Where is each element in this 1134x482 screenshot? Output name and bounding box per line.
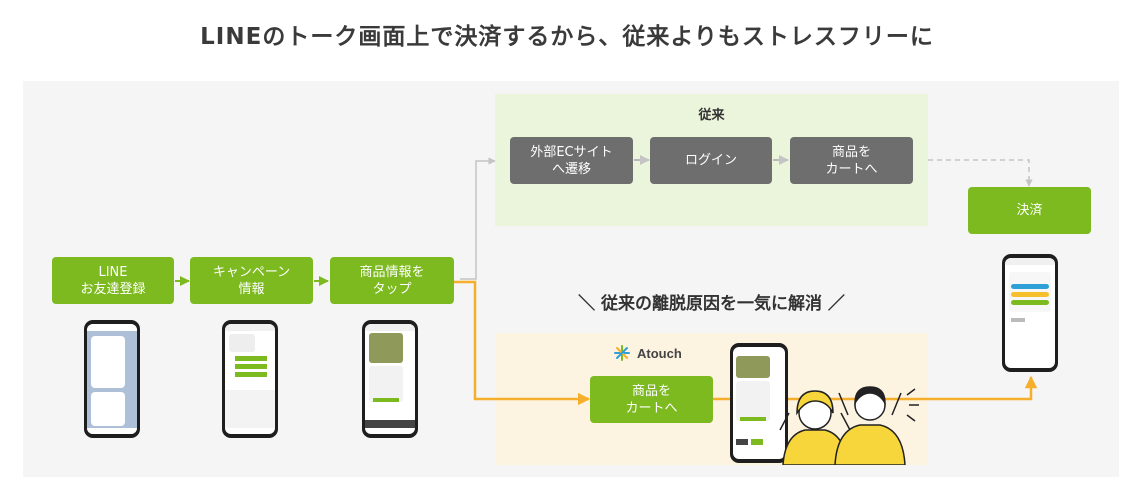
atouch-headline: ＼ 従来の離脱原因を一気に解消 ／ xyxy=(578,294,845,314)
phone-line-chat-illustration xyxy=(84,320,140,438)
page-title: LINEのトーク画面上で決済するから、従来よりもストレスフリーに xyxy=(200,24,934,50)
phone-atouch-cart-illustration xyxy=(730,343,788,463)
phone-payment-illustration xyxy=(1002,254,1058,372)
phone-product-illustration xyxy=(362,320,418,438)
phone-campaign-illustration xyxy=(222,320,278,438)
conventional-step-ec: 外部ECサイト へ遷移 xyxy=(510,137,633,184)
atouch-brand-name: Atouch xyxy=(637,345,682,361)
atouch-step-cart: 商品を カートへ xyxy=(590,376,713,423)
step-tap-product: 商品情報を タップ xyxy=(330,257,454,304)
atouch-logo: Atouch xyxy=(612,343,682,363)
conventional-step-login: ログイン xyxy=(650,137,772,184)
happy-people-illustration xyxy=(779,386,919,465)
step-campaign: キャンペーン 情報 xyxy=(190,257,313,304)
conventional-connectors xyxy=(460,155,1033,280)
conventional-label: 従来 xyxy=(698,108,725,123)
step-line-friend: LINE お友達登録 xyxy=(52,257,174,304)
step-payment: 決済 xyxy=(968,187,1091,234)
conventional-step-cart: 商品を カートへ xyxy=(790,137,913,184)
atouch-logo-icon xyxy=(614,345,630,361)
